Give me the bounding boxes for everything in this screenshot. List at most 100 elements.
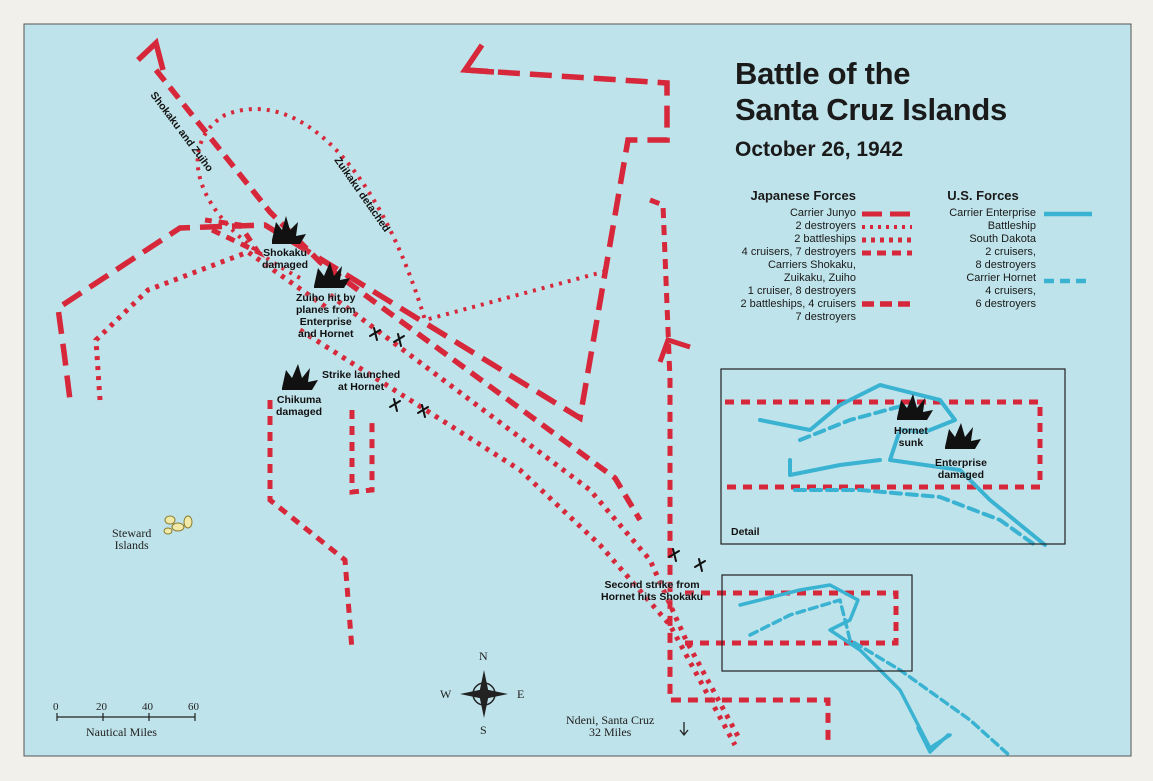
junyo-arrowhead	[460, 43, 495, 75]
detail-track-box	[725, 399, 1043, 490]
compass-south: S	[480, 723, 487, 737]
battleship-track	[649, 197, 831, 742]
scale-tick-label: 40	[142, 701, 153, 713]
label-line: Enterprise	[299, 316, 352, 328]
aircraft-icons	[369, 327, 706, 572]
compass-rose	[460, 670, 508, 718]
label-hornet-sunk: Hornet sunk	[894, 425, 928, 449]
hornet-lower-track	[748, 598, 1012, 758]
explosion-icon-chikuma	[282, 364, 318, 390]
map-title: Battle of the	[735, 56, 911, 91]
label-line: at Hornet	[338, 381, 385, 393]
legend-heading-us: U.S. Forces	[947, 188, 1019, 203]
label-line: Hornet	[894, 425, 928, 437]
label-line: planes from	[296, 304, 356, 316]
vanguard-track	[267, 400, 355, 651]
label-line: and Hornet	[298, 328, 354, 340]
carrier-group-arrowhead	[136, 37, 166, 71]
label-detail: Detail	[731, 526, 760, 538]
compass-north: N	[479, 649, 488, 663]
label-ndeni: Ndeni, Santa Cruz 32 Miles	[566, 714, 654, 738]
label-line: 32 Miles	[588, 725, 632, 739]
legend-label: Battleship	[987, 220, 1036, 232]
detail-source-box	[721, 574, 913, 672]
explosion-icon-hornet	[897, 394, 933, 420]
plane-icon	[668, 548, 680, 562]
island-shape	[171, 522, 185, 532]
label-line: Shokaku	[263, 247, 307, 259]
legend-label: South Dakota	[969, 233, 1036, 245]
explosion-icon-zuiho	[314, 262, 350, 288]
plane-icon	[369, 327, 381, 341]
label-steward-islands: Steward Islands	[112, 527, 151, 551]
plane-icon	[393, 333, 405, 347]
label-line: damaged	[262, 259, 309, 271]
legend-label: Carrier Enterprise	[949, 207, 1036, 219]
explosion-icons	[272, 216, 981, 449]
southern-lane-2	[298, 327, 738, 747]
plane-icon	[389, 398, 401, 412]
legend-label: 4 cruisers, 7 destroyers	[741, 246, 856, 258]
enterprise-track-inner	[788, 458, 882, 477]
label-line: Strike launched	[322, 369, 401, 381]
legend-label: 6 destroyers	[975, 298, 1036, 310]
title-block: Battle of the Santa Cruz Islands October…	[735, 56, 1007, 162]
island-shape	[183, 515, 193, 529]
japanese-tracks	[55, 37, 1043, 747]
carrier-group-north-track	[153, 68, 643, 522]
strike-track	[349, 410, 375, 495]
label-zuiho-hit: Zuiho hit by planes from Enterprise and …	[296, 292, 356, 340]
map-subtitle: October 26, 1942	[735, 138, 904, 161]
label-line: Chikuma	[276, 394, 322, 406]
plane-icon	[694, 558, 706, 572]
southern-lane-1	[328, 293, 743, 742]
legend-label: 7 destroyers	[795, 311, 856, 323]
ndeni-arrow-icon	[679, 722, 689, 737]
compass-west: W	[440, 687, 452, 701]
southern-lane-3	[204, 217, 266, 259]
legend-label: 2 cruisers,	[985, 246, 1036, 258]
label-line: damaged	[276, 406, 323, 418]
enterprise-track	[758, 383, 1047, 547]
compass-needle	[460, 689, 508, 699]
sea-area	[23, 23, 1132, 757]
label-line: damaged	[937, 469, 985, 481]
legend-label: 2 battleships, 4 cruisers	[740, 298, 856, 310]
label-line: Steward	[112, 526, 152, 540]
enterprise-lower-track	[738, 583, 952, 750]
compass-east: E	[517, 687, 525, 701]
hornet-track	[793, 403, 1037, 547]
explosion-icon-shokaku	[272, 216, 306, 244]
label-line: Zuiho hit by	[296, 292, 356, 304]
scale-tick-label: 60	[188, 701, 199, 713]
label-line: Second strike from	[604, 579, 700, 591]
legend-us: U.S. Forces Carrier Enterprise Battleshi…	[930, 188, 1036, 311]
legend-label: 2 battleships	[794, 233, 856, 245]
label-shokaku-damaged: Shokaku damaged	[262, 247, 308, 271]
label-chikuma-damaged: Chikuma damaged	[276, 394, 322, 418]
legend-heading-japanese: Japanese Forces	[750, 188, 856, 203]
legend-japanese: Japanese Forces Carrier Junyo 2 destroye…	[730, 188, 856, 324]
scale-bar	[56, 713, 196, 721]
steward-islands	[163, 515, 193, 535]
us-tracks	[738, 383, 1047, 758]
legend-label: Carrier Junyo	[789, 207, 856, 219]
legend-label: 4 cruisers,	[985, 285, 1036, 297]
detail-box	[720, 368, 1066, 545]
destroyer-west-track	[93, 249, 332, 401]
legend-keys	[862, 211, 1092, 307]
scale-tick-label: 20	[96, 701, 107, 713]
legend-label: Zuikaku, Zuiho	[783, 272, 856, 284]
legend-label: 2 destroyers	[795, 220, 856, 232]
label-line: sunk	[898, 437, 924, 449]
junyo-track	[55, 67, 670, 423]
label-enterprise-damaged: Enterprise damaged	[935, 457, 987, 481]
label-line: Hornet hits Shokaku	[601, 591, 704, 603]
legend-label: Carrier Hornet	[966, 272, 1036, 284]
label-strike-launched: Strike launched at Hornet	[322, 369, 400, 393]
explosion-icon-enterprise	[945, 423, 981, 449]
label-second-strike: Second strike from Hornet hits Shokaku	[601, 579, 703, 603]
legend-label: 8 destroyers	[975, 259, 1036, 271]
label-line: Enterprise	[935, 457, 987, 469]
